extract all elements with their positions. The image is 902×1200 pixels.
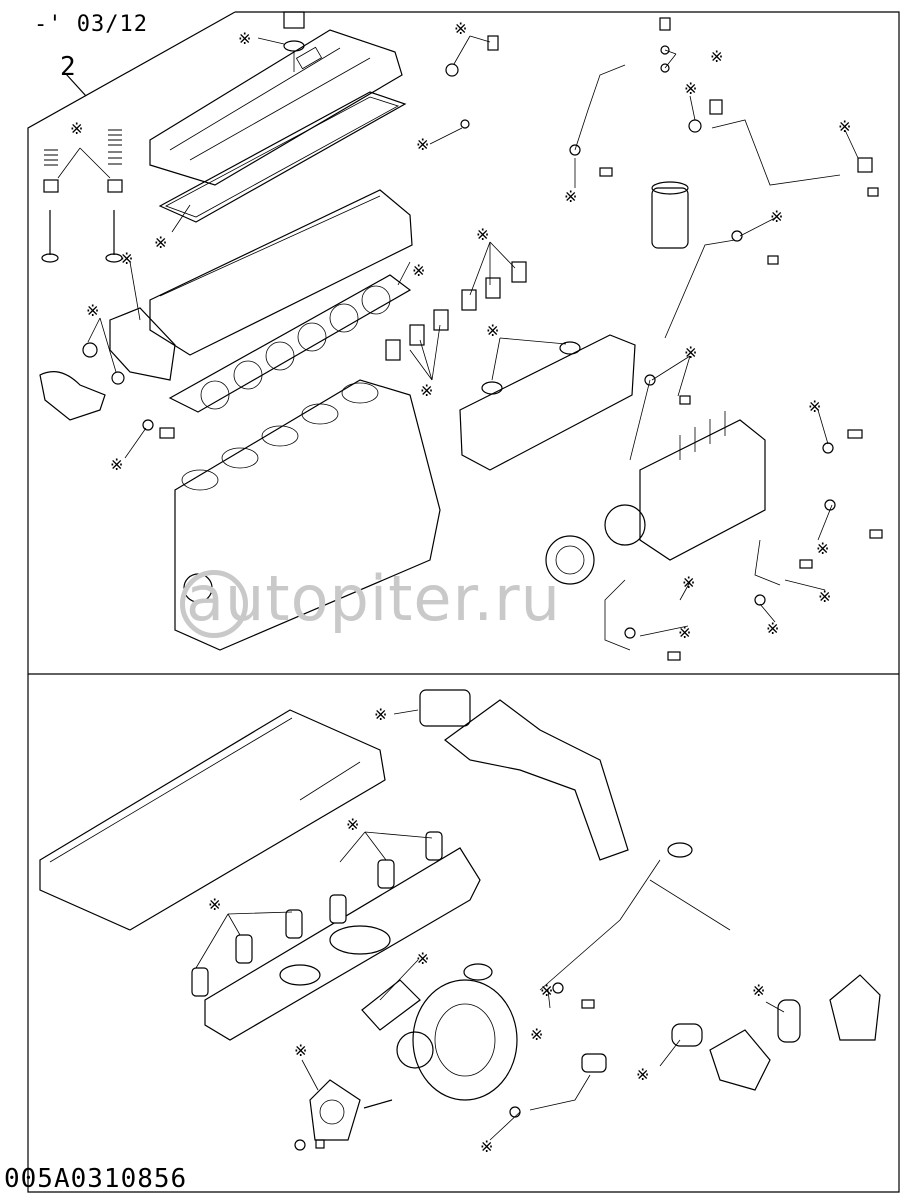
turbo-oil-pipe: [539, 842, 731, 991]
turbo-gasket: [361, 979, 421, 1031]
marker: ※: [770, 207, 783, 226]
marker: ※: [684, 79, 697, 98]
thermostat-housing: [82, 307, 176, 385]
marker: ※: [678, 623, 691, 642]
marker: ※: [766, 619, 779, 638]
leader-lines-lower: [195, 709, 785, 1141]
document-number: 005A0310856: [4, 1164, 188, 1194]
fuel-lines: [574, 64, 841, 651]
drain-bolt: [142, 419, 175, 439]
valve-springs: [41, 129, 123, 263]
diagram-frame: [27, 11, 900, 1193]
marker: ※: [416, 949, 429, 968]
marker: ※: [154, 233, 167, 252]
marker: ※: [70, 119, 83, 138]
fittings-lower: [552, 982, 703, 1047]
revision-label: -' 03/12: [34, 12, 148, 37]
fuel-filter: [651, 181, 689, 249]
marker: ※: [818, 587, 831, 606]
rocker-cover: [149, 29, 403, 186]
marker: ※: [120, 249, 133, 268]
fittings: [445, 17, 883, 661]
marker: ※: [420, 381, 433, 400]
marker: ※: [816, 539, 829, 558]
marker: ※: [86, 301, 99, 320]
marker: ※: [684, 343, 697, 362]
marker: ※: [808, 397, 821, 416]
marker: ※: [346, 815, 359, 834]
watermark-logo: [180, 570, 248, 638]
marker: ※: [454, 19, 467, 38]
cylinder-head-gasket: [168, 274, 412, 413]
rocker-cover-gasket: [158, 91, 407, 223]
marker: ※: [682, 573, 695, 592]
marker: ※: [486, 321, 499, 340]
marker: ※: [564, 187, 577, 206]
cylinder-head-lower: [39, 709, 386, 931]
reference-markers-upper: ※ ※ ※ ※ ※ ※ ※ ※ ※ ※ ※ ※ ※ ※ ※ ※ ※ ※ ※ ※ …: [70, 19, 851, 642]
group-number: 2: [60, 52, 76, 82]
turbo-outlet-gasket: [294, 1079, 393, 1151]
marker: ※: [480, 1137, 493, 1156]
marker: ※: [294, 1041, 307, 1060]
exhaust-manifold-gaskets: [191, 831, 443, 997]
cylinder-head: [149, 189, 413, 356]
leader-lines-upper: [57, 35, 859, 637]
turbocharger: [396, 963, 518, 1101]
cylinder-block: [174, 379, 441, 651]
marker: ※: [110, 455, 123, 474]
marker: ※: [710, 47, 723, 66]
exhaust-manifold: [204, 847, 481, 1041]
water-outlet-pipe: [39, 371, 106, 421]
marker: ※: [238, 29, 251, 48]
turbo-oil-return-pipe: [509, 1053, 607, 1118]
marker: ※: [374, 705, 387, 724]
oil-filler-cap: [283, 11, 305, 72]
marker: ※: [416, 135, 429, 154]
marker: ※: [412, 261, 425, 280]
marker: ※: [208, 895, 221, 914]
watermark-text: autopiter.ru: [186, 562, 561, 635]
marker: ※: [752, 981, 765, 1000]
intake-manifold: [459, 334, 636, 471]
intake-pipe: [419, 689, 629, 861]
intake-manifold-gaskets: [385, 261, 527, 361]
marker: ※: [636, 1065, 649, 1084]
water-outlet: [709, 974, 881, 1091]
marker: ※: [540, 981, 553, 1000]
injection-pump: [545, 411, 766, 585]
reference-markers-lower: ※ ※ ※ ※ ※ ※ ※ ※ ※ ※: [208, 705, 765, 1156]
marker: ※: [838, 117, 851, 136]
marker: ※: [530, 1025, 543, 1044]
marker: ※: [476, 225, 489, 244]
